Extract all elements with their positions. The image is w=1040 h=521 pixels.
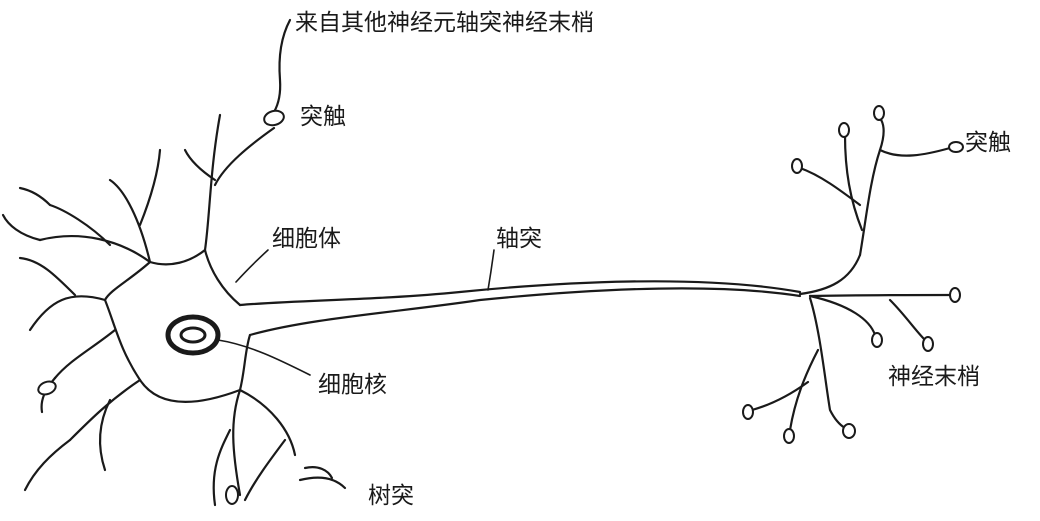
dendrite-terminal — [37, 380, 57, 396]
leader-axon — [487, 249, 495, 291]
axon-lower — [248, 287, 802, 337]
label-dendrite: 树突 — [368, 483, 414, 509]
axon-terminal-tree — [750, 116, 952, 432]
label-nerve-terminal: 神经末梢 — [888, 364, 980, 390]
nucleus — [165, 314, 221, 356]
axon-terminal-buttons — [742, 105, 964, 444]
leader-cell-body — [235, 249, 269, 283]
label-nucleus: 细胞核 — [318, 372, 387, 398]
label-axon: 轴突 — [496, 226, 542, 252]
incoming-synapse-terminal — [263, 109, 285, 127]
leader-nucleus — [217, 339, 311, 376]
label-synapse-right: 突触 — [965, 130, 1011, 156]
label-from-other-axon-terminal: 来自其他神经元轴突神经末梢 — [295, 10, 594, 36]
upper-dendrite-branch — [213, 126, 276, 187]
dendrites — [1, 113, 347, 507]
label-synapse-upper: 突触 — [300, 104, 346, 130]
soma-outline — [103, 248, 252, 404]
label-cell-body: 细胞体 — [272, 226, 341, 252]
dendrite-terminal — [225, 485, 239, 505]
incoming-axon — [272, 18, 292, 114]
axon-upper — [238, 280, 802, 307]
